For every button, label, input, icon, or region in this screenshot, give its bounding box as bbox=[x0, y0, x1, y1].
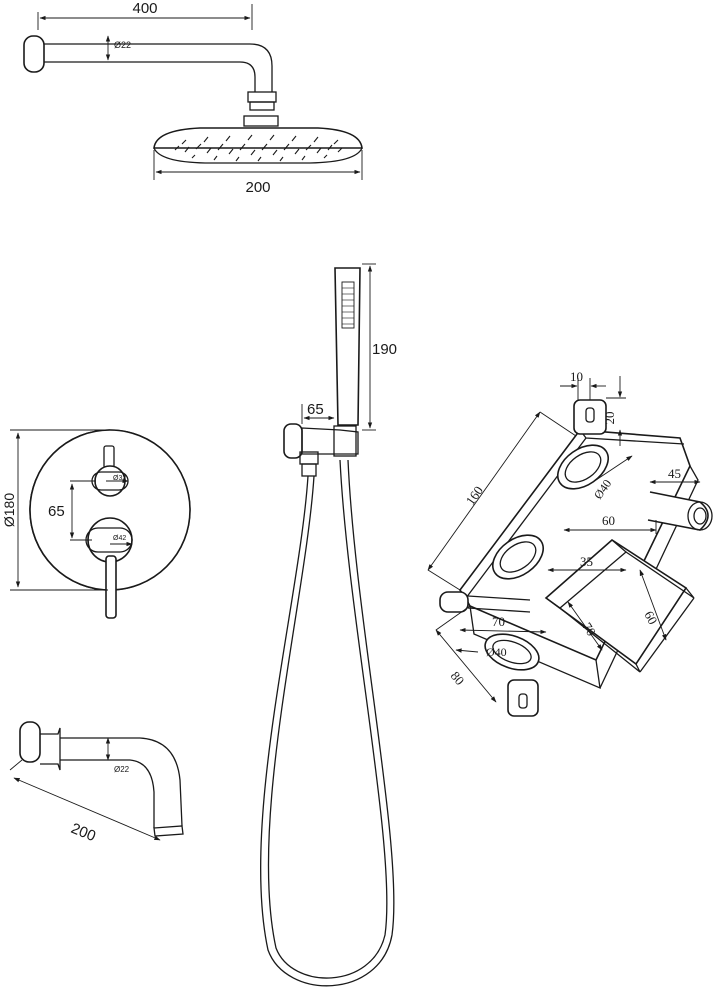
dim-70-a: 70 bbox=[492, 614, 505, 629]
dim-20: 20 bbox=[602, 412, 617, 425]
arm-diameter-label: Ø22 bbox=[114, 40, 131, 50]
spout-drawing: Ø22 200 bbox=[9, 721, 184, 845]
knob-spacing-label: 65 bbox=[48, 503, 65, 520]
mixer-plate-drawing: Ø32 Ø42 Ø180 65 bbox=[1, 429, 191, 619]
handset-height-label: 190 bbox=[372, 341, 397, 358]
plate-diameter-label: Ø180 bbox=[1, 493, 17, 527]
holder-offset-label: 65 bbox=[307, 401, 324, 418]
hand-shower-drawing: 190 65 bbox=[259, 263, 397, 987]
dim-60-top: 60 bbox=[602, 513, 615, 528]
dim-160: 160 bbox=[463, 483, 486, 508]
small-knob-label: Ø32 bbox=[113, 475, 126, 482]
shower-arm-drawing: 400 Ø22 bbox=[23, 0, 279, 127]
dim-45: 45 bbox=[668, 466, 681, 481]
spout-diameter-label: Ø22 bbox=[114, 765, 130, 774]
shower-head-drawing: 200 bbox=[153, 127, 363, 196]
dim-60-side: 60 bbox=[641, 608, 660, 627]
arm-length-label: 400 bbox=[132, 0, 157, 17]
dim-10: 10 bbox=[570, 369, 583, 384]
dim-80: 80 bbox=[448, 668, 468, 688]
spout-length-label: 200 bbox=[69, 820, 99, 845]
valve-box-drawing: 10 20 160 Ø40 45 60 35 70 70 60 Ø40 80 bbox=[427, 369, 713, 717]
port-bottom-diameter: Ø40 bbox=[486, 645, 507, 659]
head-width-label: 200 bbox=[245, 179, 270, 196]
dim-35: 35 bbox=[580, 554, 593, 569]
large-knob-label: Ø42 bbox=[113, 535, 126, 542]
